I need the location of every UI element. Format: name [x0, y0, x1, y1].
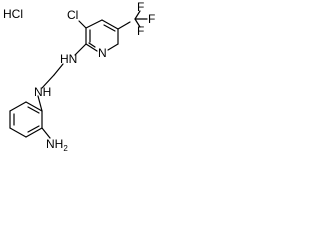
structure-canvas: HCl Cl F F F N HN NH NH2: [0, 0, 158, 158]
ring-bond: [85, 19, 103, 29]
amino-bond: [41, 127, 51, 139]
ring-inner-bond: [27, 125, 40, 133]
ring-bond: [25, 101, 43, 112]
ethylene-bond: [53, 63, 64, 76]
chlorine-label: Cl: [67, 8, 78, 22]
ring-bond: [107, 43, 119, 51]
ring-bond: [9, 127, 27, 138]
amino-subscript: 2: [63, 144, 68, 153]
ring-bond: [101, 19, 119, 30]
benzene-ring: [9, 101, 43, 138]
fluorine-label-bottom: F: [137, 24, 144, 38]
chloro-bond: [78, 20, 87, 29]
salt-label: HCl: [3, 7, 23, 21]
cf-bond-top: [134, 10, 141, 20]
ring-bond: [85, 43, 98, 52]
fluorine-label-right: F: [148, 12, 155, 26]
ring-inner-bond: [103, 24, 116, 32]
ethylene-bond: [41, 74, 55, 89]
amine-label-lower: NH: [34, 85, 51, 99]
ring-inner-bond: [88, 42, 96, 48]
fluorine-label-top: F: [137, 0, 144, 14]
pyridine-ring: [85, 19, 119, 52]
ring-bond: [25, 127, 43, 138]
n-aryl-bond-upper: [74, 43, 87, 56]
cf3-bond: [117, 21, 131, 30]
ring-inner-bond: [27, 106, 40, 114]
cf-bond-bottom: [134, 18, 141, 28]
molecule-structure: HCl Cl F F F N HN NH NH2: [3, 0, 155, 153]
amine-label-upper: HN: [60, 52, 77, 66]
amino-symbol: NH: [46, 137, 63, 151]
pyridine-nitrogen-label: N: [98, 46, 107, 60]
ring-bond: [9, 101, 27, 112]
amino-label: NH2: [46, 137, 68, 153]
n-aryl-bond-lower: [37, 95, 43, 112]
